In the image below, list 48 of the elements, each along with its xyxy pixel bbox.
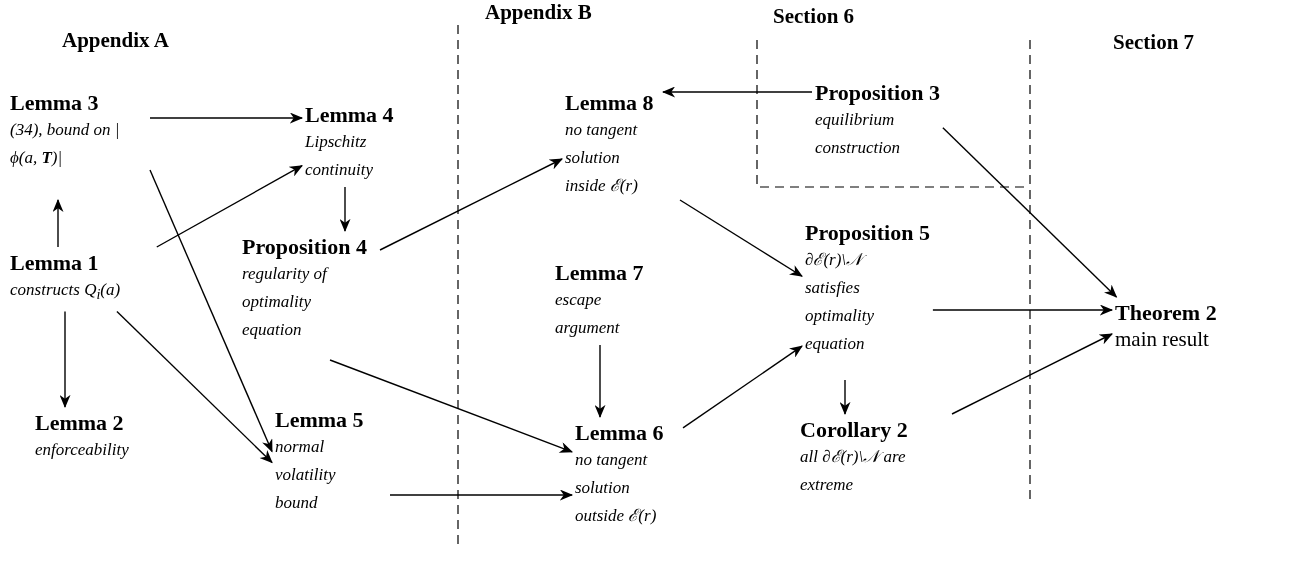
arrow — [156, 165, 303, 248]
section-heading: Section 7 — [1113, 30, 1195, 55]
section-heading: Appendix A — [62, 28, 169, 53]
arrow — [679, 199, 803, 277]
step-description: no tangent solution outside ℰ(r) — [575, 449, 658, 527]
step-description: no tangent solution inside ℰ(r) — [565, 119, 639, 197]
arrow — [52, 198, 64, 248]
arrow — [116, 310, 273, 464]
step-title: Lemma 8 — [565, 90, 654, 116]
step-description: regularity of optimality equation — [242, 263, 330, 341]
step-title: Proposition 3 — [815, 80, 940, 106]
step-description: normal volatility bound — [275, 436, 337, 514]
step-description: constructs Q$_{i}$(a) — [10, 279, 122, 305]
step-description: (34), bound on |ϕ(a, T)| — [10, 119, 121, 169]
arrow — [379, 158, 563, 251]
arrow — [149, 112, 304, 124]
step-title: Corollary 2 — [800, 417, 908, 443]
step-description: all ∂ℰ(r)\𝒩 are extreme — [800, 446, 907, 496]
arrow — [661, 86, 813, 98]
arrow — [594, 344, 606, 419]
step-description: main result — [1115, 326, 1210, 352]
step-title: Lemma 3 — [10, 90, 99, 116]
step-title: Theorem 2 — [1115, 300, 1217, 326]
arrow — [942, 127, 1118, 298]
step-title: Lemma 4 — [305, 102, 394, 128]
step-title: Lemma 6 — [575, 420, 664, 446]
step-description: Lipschitz continuity — [305, 131, 374, 181]
step-title: Lemma 5 — [275, 407, 364, 433]
step-description: escape argument — [555, 289, 621, 339]
step-title: Lemma 1 — [10, 250, 99, 276]
arrow — [329, 359, 574, 453]
arrow — [682, 345, 803, 429]
step-description: enforceability — [35, 439, 130, 461]
section-heading: Section 6 — [773, 4, 855, 29]
arrow — [389, 489, 574, 501]
arrow — [951, 333, 1113, 415]
arrow — [932, 304, 1114, 316]
step-description: ∂ℰ(r)\𝒩 satisfies optimality equation — [805, 249, 875, 355]
section-heading: Appendix B — [485, 0, 592, 25]
step-title: Lemma 7 — [555, 260, 644, 286]
step-title: Proposition 5 — [805, 220, 930, 246]
step-description: equilibrium construction — [815, 109, 901, 159]
arrow — [839, 379, 851, 416]
arrow — [149, 169, 273, 453]
step-title: Proposition 4 — [242, 234, 367, 260]
step-title: Lemma 2 — [35, 410, 124, 436]
arrow — [59, 310, 71, 409]
arrow — [339, 186, 351, 233]
